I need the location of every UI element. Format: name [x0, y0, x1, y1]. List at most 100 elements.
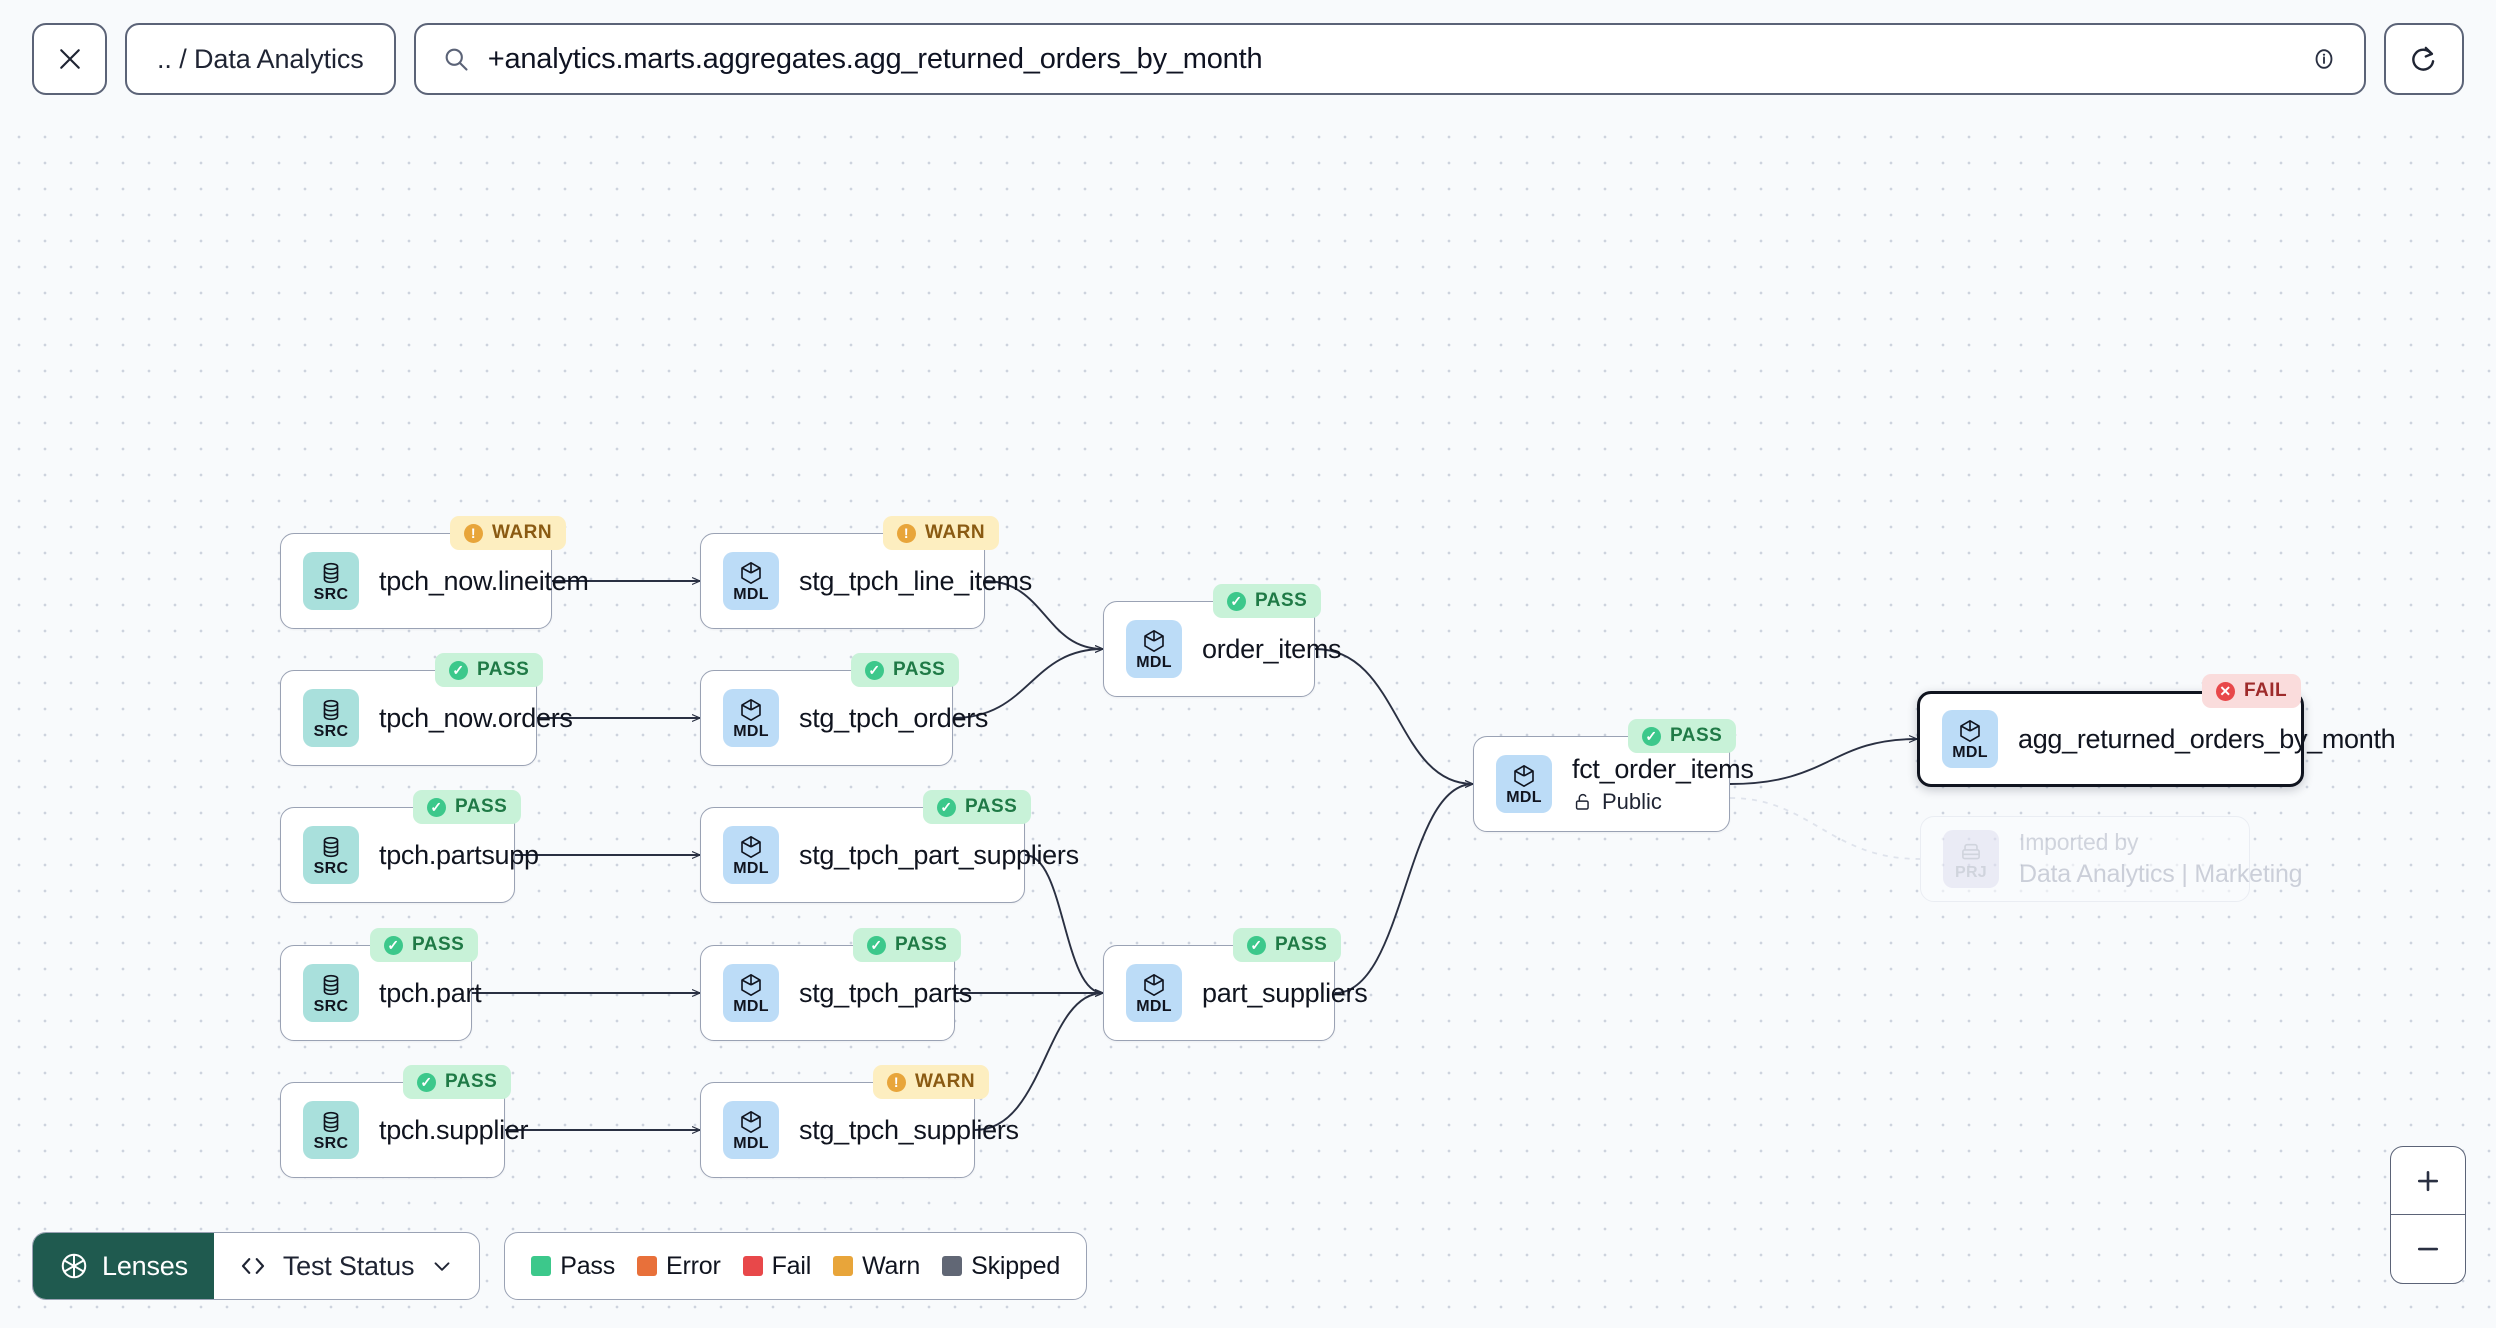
node-type-badge: MDL: [723, 1101, 779, 1159]
chevron-down-icon: [434, 1262, 450, 1271]
node-title: stg_tpch_suppliers: [799, 1114, 1019, 1145]
status-glyph: ✓: [1230, 593, 1243, 609]
status-badge-label: PASS: [1275, 934, 1328, 955]
legend-label: Skipped: [971, 1251, 1061, 1280]
node-type-label: MDL: [1952, 743, 1988, 761]
status-badge-pass: ✓PASS: [435, 653, 544, 687]
node-type-label: SRC: [313, 997, 349, 1015]
status-glyph: ✓: [452, 662, 465, 678]
legend-label: Pass: [560, 1251, 616, 1280]
legend-item-skipped[interactable]: Skipped: [942, 1252, 1060, 1281]
unlock-icon: [1575, 793, 1589, 810]
status-badge-label: PASS: [893, 659, 946, 680]
test-status-label: Test Status: [282, 1250, 415, 1281]
pass-status-dot: ✓: [384, 935, 403, 955]
legend-swatch: [742, 1256, 763, 1276]
status-badge-label: PASS: [895, 934, 948, 955]
node-type-label: MDL: [1506, 788, 1542, 806]
bottom-toolbar: Lenses Test Status Pass Error Fail Warn Skip…: [32, 1232, 1088, 1300]
minus-icon: [2417, 1247, 2439, 1251]
status-badge-fail: ✕FAIL: [2202, 674, 2302, 708]
edge-layer: [472, 118, 1921, 1328]
node-type-label: MDL: [1136, 653, 1172, 671]
cube-icon: [1144, 629, 1164, 652]
imported-by-label: Imported by: [2019, 829, 2139, 855]
legend-item-fail[interactable]: Fail: [742, 1252, 811, 1281]
status-badge-warn: !WARN: [873, 1065, 990, 1099]
node-text: part_suppliers: [1202, 978, 1368, 1009]
legend-item-error[interactable]: Error: [637, 1252, 721, 1281]
node-type-badge: PRJ: [1943, 830, 1999, 888]
code-icon: [241, 1258, 264, 1274]
pass-status-dot: ✓: [1247, 935, 1266, 955]
zoom-controls: [2390, 1146, 2466, 1284]
node-type-label: SRC: [313, 585, 349, 603]
node-title: stg_tpch_line_items: [799, 565, 1032, 596]
ghost-node-text: Imported by Data Analytics | Marketing: [2019, 829, 2303, 889]
breadcrumb[interactable]: .. / Data Analytics: [125, 23, 396, 95]
search-input[interactable]: +analytics.marts.aggregates.agg_returned…: [413, 23, 2366, 95]
close-button[interactable]: [32, 23, 107, 95]
fail-status-dot: ✕: [2216, 681, 2235, 701]
status-badge-pass: ✓PASS: [413, 790, 522, 824]
lenses-label: Lenses: [102, 1250, 188, 1281]
status-glyph: ✕: [2219, 683, 2232, 699]
status-badge-warn: !WARN: [450, 516, 567, 550]
node-title: stg_tpch_parts: [799, 977, 972, 1008]
status-badge-label: PASS: [1670, 725, 1723, 746]
status-glyph: !: [903, 525, 910, 541]
refresh-button[interactable]: [2384, 23, 2464, 95]
node-title: tpch.supplier: [379, 1114, 529, 1145]
node-type-label: SRC: [313, 859, 349, 877]
pass-status-dot: ✓: [427, 797, 446, 817]
legend-swatch: [942, 1256, 963, 1276]
imported-by-project: Data Analytics | Marketing: [2019, 860, 2303, 888]
zoom-out-button[interactable]: [2391, 1215, 2465, 1283]
node-title: order_items: [1202, 633, 1342, 664]
info-icon[interactable]: [2310, 45, 2338, 73]
status-glyph: ✓: [430, 799, 443, 815]
node-type-badge: MDL: [723, 964, 779, 1022]
node-type-label: SRC: [313, 722, 349, 740]
node-type-badge: SRC: [303, 826, 359, 884]
test-status-dropdown[interactable]: Test Status: [214, 1233, 479, 1299]
database-icon: [323, 699, 339, 720]
node-text: tpch.partsupp: [379, 840, 539, 871]
cube-icon: [1144, 973, 1164, 996]
status-glyph: ✓: [420, 1074, 433, 1090]
status-badge-pass: ✓PASS: [370, 928, 479, 962]
warn-status-dot: !: [464, 523, 483, 543]
legend-item-pass[interactable]: Pass: [531, 1252, 615, 1281]
status-glyph: ✓: [1645, 728, 1658, 744]
breadcrumb-label: .. / Data Analytics: [157, 43, 364, 74]
pass-status-dot: ✓: [1227, 591, 1246, 611]
pass-status-dot: ✓: [1642, 726, 1661, 746]
graph-node-imported-by-project[interactable]: PRJ Imported by Data Analytics | Marketing: [1920, 816, 2303, 902]
legend-swatch: [531, 1256, 552, 1276]
node-type-label: MDL: [733, 1134, 769, 1152]
aperture-icon: [61, 1253, 87, 1279]
legend-item-warn[interactable]: Warn: [833, 1252, 920, 1281]
node-type-badge: MDL: [1942, 710, 1998, 768]
lenses-button[interactable]: Lenses: [33, 1233, 214, 1299]
node-text: agg_returned_orders_by_month: [2018, 723, 2396, 755]
node-type-label: MDL: [733, 997, 769, 1015]
node-title: stg_tpch_orders: [799, 702, 989, 733]
status-badge-label: PASS: [965, 796, 1018, 817]
zoom-in-button[interactable]: [2391, 1147, 2465, 1215]
status-glyph: ✓: [387, 937, 400, 953]
node-title: tpch.part: [379, 977, 482, 1008]
node-title: agg_returned_orders_by_month: [2018, 723, 2396, 754]
graph-node-stg-tpch-parts[interactable]: MDL stg_tpch_parts: [700, 945, 972, 1041]
warn-status-dot: !: [887, 1072, 906, 1092]
cube-icon: [741, 973, 761, 996]
status-badge-label: WARN: [925, 522, 986, 543]
